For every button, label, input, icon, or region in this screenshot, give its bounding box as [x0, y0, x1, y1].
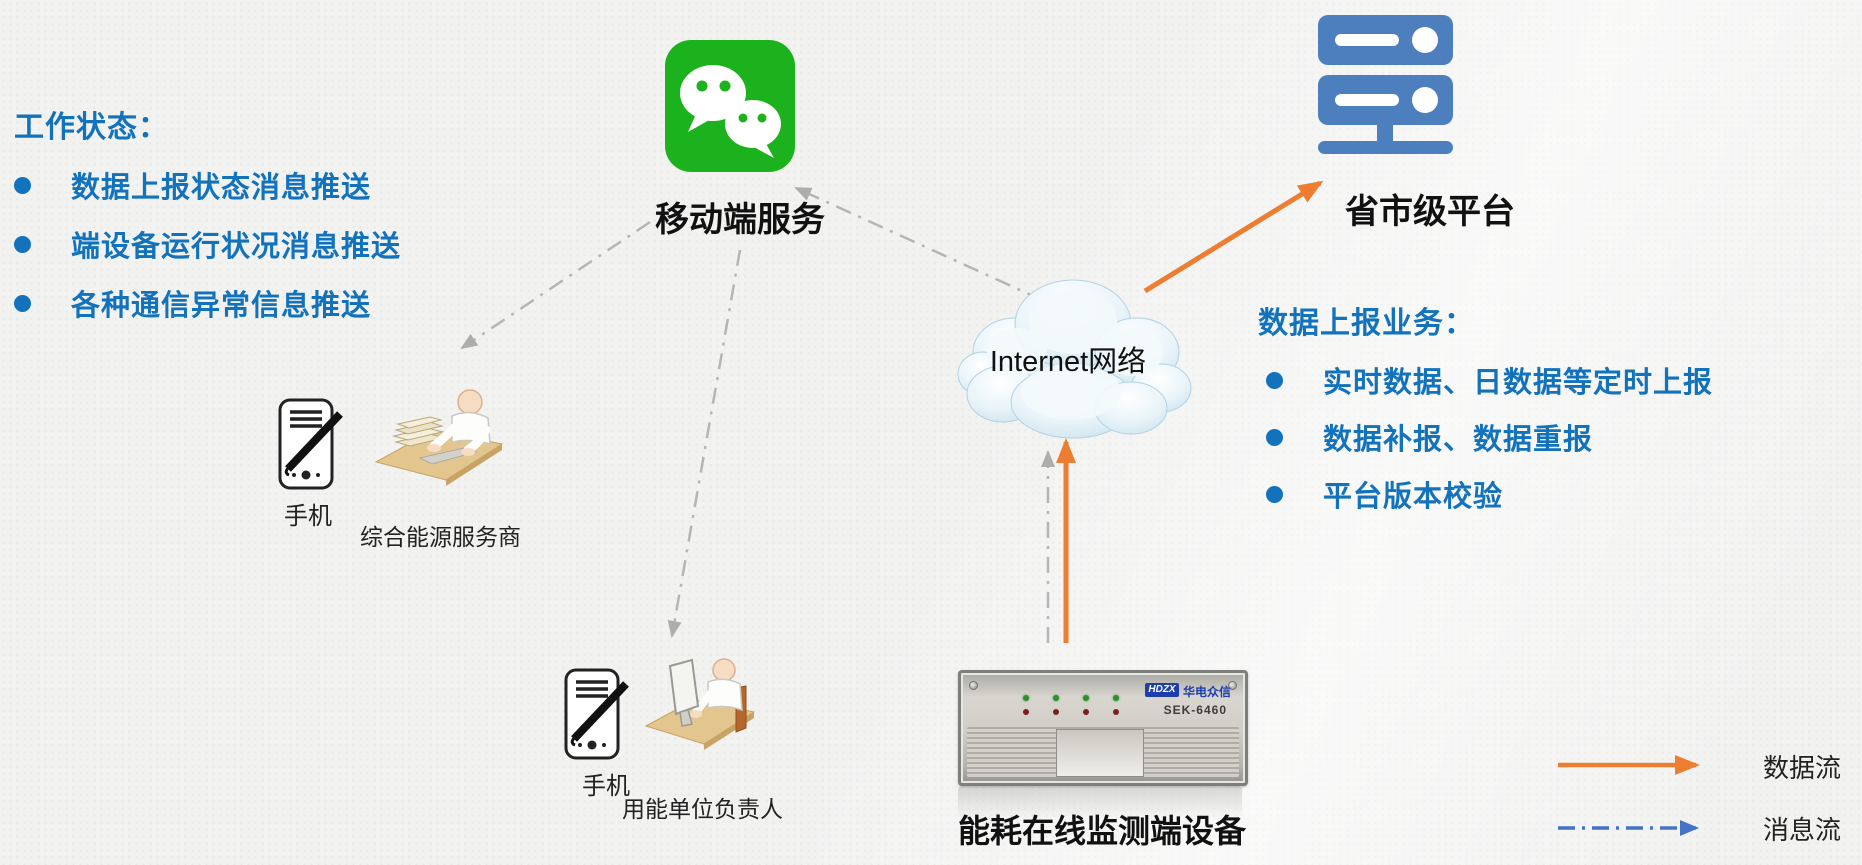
bullet-icon [14, 294, 31, 312]
phone-esp-label: 手机 [284, 503, 332, 530]
legend-data-flow-label: 数据流 [1763, 753, 1842, 783]
device-model: SEK-6460 [1163, 703, 1227, 717]
led-icon [1053, 709, 1059, 715]
led-icon [1083, 695, 1089, 701]
internet-label: Internet网络 [989, 346, 1147, 378]
bullet-icon [1266, 428, 1283, 446]
server-icon [1318, 15, 1453, 154]
wechat-icon [665, 40, 795, 172]
device-logo: HDZX [1145, 683, 1179, 697]
led-icon [1053, 695, 1059, 701]
work-status-block: 工作状态： 数据上报状态消息推送 端设备运行状况消息推送 各种通信异常信息推送 [14, 102, 534, 332]
led-icon [1023, 709, 1029, 715]
device-brand: 华电众信 [1182, 685, 1231, 699]
led-icon [1113, 695, 1119, 701]
legend-message-flow-label: 消息流 [1763, 815, 1842, 845]
person-computer-icon [644, 658, 756, 750]
platform-label: 省市级平台 [1345, 193, 1515, 231]
bullet-icon [1266, 485, 1283, 503]
work-status-item: 数据上报状态消息推送 [14, 164, 371, 206]
device-reflection [958, 786, 1242, 820]
report-business-item: 平台版本校验 [1266, 473, 1503, 515]
arrow-wechat-to-user-message [667, 249, 742, 638]
report-business-item: 实时数据、日数据等定时上报 [1266, 359, 1713, 401]
device-label: 能耗在线监测端设备 [958, 813, 1247, 849]
device-panel [1056, 729, 1144, 777]
mobile-service-label: 移动端服务 [655, 201, 825, 239]
bullet-icon [14, 235, 31, 253]
monitoring-device: HDZX 华电众信 SEK-6460 [958, 670, 1248, 786]
work-status-item: 端设备运行状况消息推送 [14, 223, 401, 265]
phone-user-label: 手机 [582, 773, 630, 800]
esp-person-label: 综合能源服务商 [360, 524, 521, 550]
work-status-title: 工作状态： [14, 111, 169, 144]
screw-icon [969, 681, 978, 690]
cloud-icon [957, 279, 1192, 439]
led-icon [1113, 709, 1119, 715]
report-business-block: 数据上报业务： 实时数据、日数据等定时上报 数据补报、数据重报 平台版本校验 [1258, 298, 1818, 528]
report-business-title: 数据上报业务： [1258, 307, 1475, 340]
phone-icon [564, 668, 629, 760]
user-person-label: 用能单位负责人 [622, 796, 783, 822]
report-business-item: 数据补报、数据重报 [1266, 416, 1593, 458]
phone-icon [278, 398, 343, 490]
work-status-item: 各种通信异常信息推送 [14, 282, 371, 324]
led-icon [1023, 695, 1029, 701]
screw-icon [1228, 681, 1237, 690]
bullet-icon [14, 176, 31, 194]
led-icon [1083, 709, 1089, 715]
person-desk-icon [374, 389, 504, 486]
bullet-icon [1266, 371, 1283, 389]
